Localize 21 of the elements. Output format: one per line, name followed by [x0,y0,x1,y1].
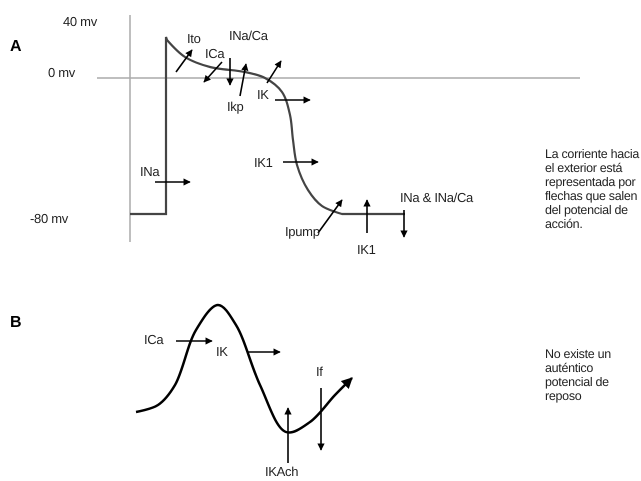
current-label: Ikp [227,100,244,114]
current-label: INa/Ca [229,29,268,44]
note-text: No existe un auténtico potencial de reposo [545,347,612,403]
current-label: ICa [205,47,224,62]
current-label: IK1 [357,243,376,258]
current-label: IK [216,345,228,360]
current-label: INa & INa/Ca [400,191,473,206]
current-label: Ito [187,32,201,46]
current-label: ICa [144,333,164,348]
current-label: 0 mv [48,66,75,80]
note-text: La corriente hacia el exterior está representada por flechas que salen del potencial de acción. [545,147,640,231]
current-label: If [316,365,323,380]
current-label: INa [140,165,160,180]
current-label: -80 mv [30,212,68,226]
panel-label: A [10,38,22,56]
current-label: IK [257,88,269,102]
panel-label: B [10,314,22,332]
current-label: Ipump [285,225,320,240]
current-label: IK1 [254,156,273,170]
current-label: IKAch [265,465,298,480]
current-label: 40 mv [63,15,97,30]
